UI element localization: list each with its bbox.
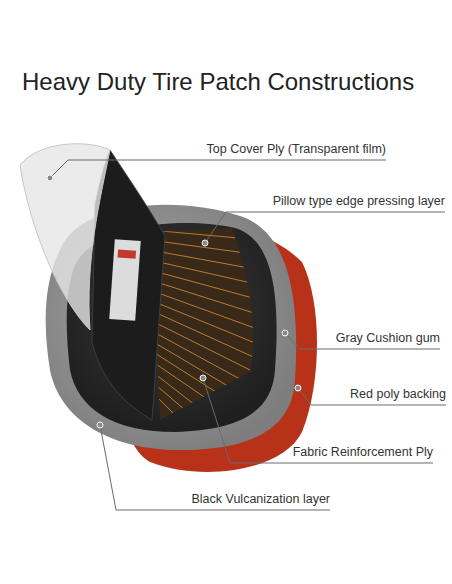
leader-dots (47, 175, 301, 428)
title: Heavy Duty Tire Patch Constructions (22, 68, 414, 96)
flap-print (109, 239, 141, 321)
transparent-film (20, 144, 110, 330)
part-label: Gray Cushion gum (336, 330, 440, 346)
part-label: Red poly backing (350, 386, 446, 402)
folded-flap (92, 150, 165, 420)
part-label: Fabric Reinforcement Ply (293, 444, 433, 460)
part-label: Pillow type edge pressing layer (273, 193, 445, 209)
part-label: Black Vulcanization layer (192, 491, 331, 507)
part-label: Top Cover Ply (Transparent film) (207, 141, 386, 157)
leader-lines (50, 160, 446, 510)
flap-print (118, 249, 137, 258)
